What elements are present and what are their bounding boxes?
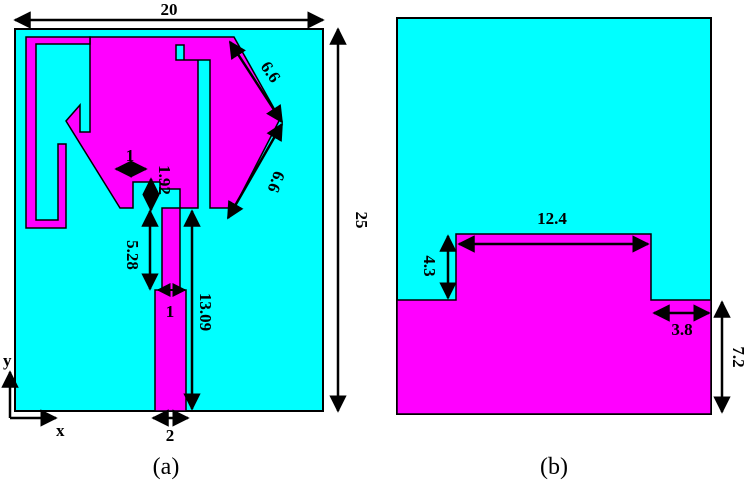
dim-label-notch: 3.8 — [671, 320, 692, 339]
dim-label-step-width: 12.4 — [537, 209, 567, 228]
meander-strip — [25, 36, 91, 229]
dim-label-ground-height: 7.2 — [729, 346, 748, 367]
dim-label-feed-length: 13.09 — [196, 293, 215, 331]
stub-line — [161, 207, 181, 291]
dim-label-slot-depth: 1.92 — [155, 165, 174, 195]
dim-label-stub-length: 5.28 — [123, 240, 142, 270]
dim-label-gap-width: 1 — [166, 302, 175, 321]
back-view: 12.4 4.3 3.8 7.2 (b) — [396, 17, 748, 480]
caption-b: (b) — [540, 454, 568, 480]
dim-label-width: 20 — [161, 0, 178, 19]
x-axis-label: x — [56, 421, 65, 440]
dim-label-height: 25 — [352, 212, 371, 229]
y-axis-label: y — [3, 351, 12, 370]
front-view: 20 25 6.6 6.6 1 1.92 5.28 1 13.09 2 y x … — [1, 0, 371, 480]
caption-a: (a) — [153, 454, 180, 480]
dim-arrow-side-lower — [226, 122, 284, 220]
dim-arrow-side-upper — [228, 40, 284, 124]
dim-label-step-height: 4.3 — [420, 255, 439, 276]
dim-label-slot-width: 1 — [126, 146, 135, 165]
dim-label-feed-width: 2 — [166, 426, 175, 445]
